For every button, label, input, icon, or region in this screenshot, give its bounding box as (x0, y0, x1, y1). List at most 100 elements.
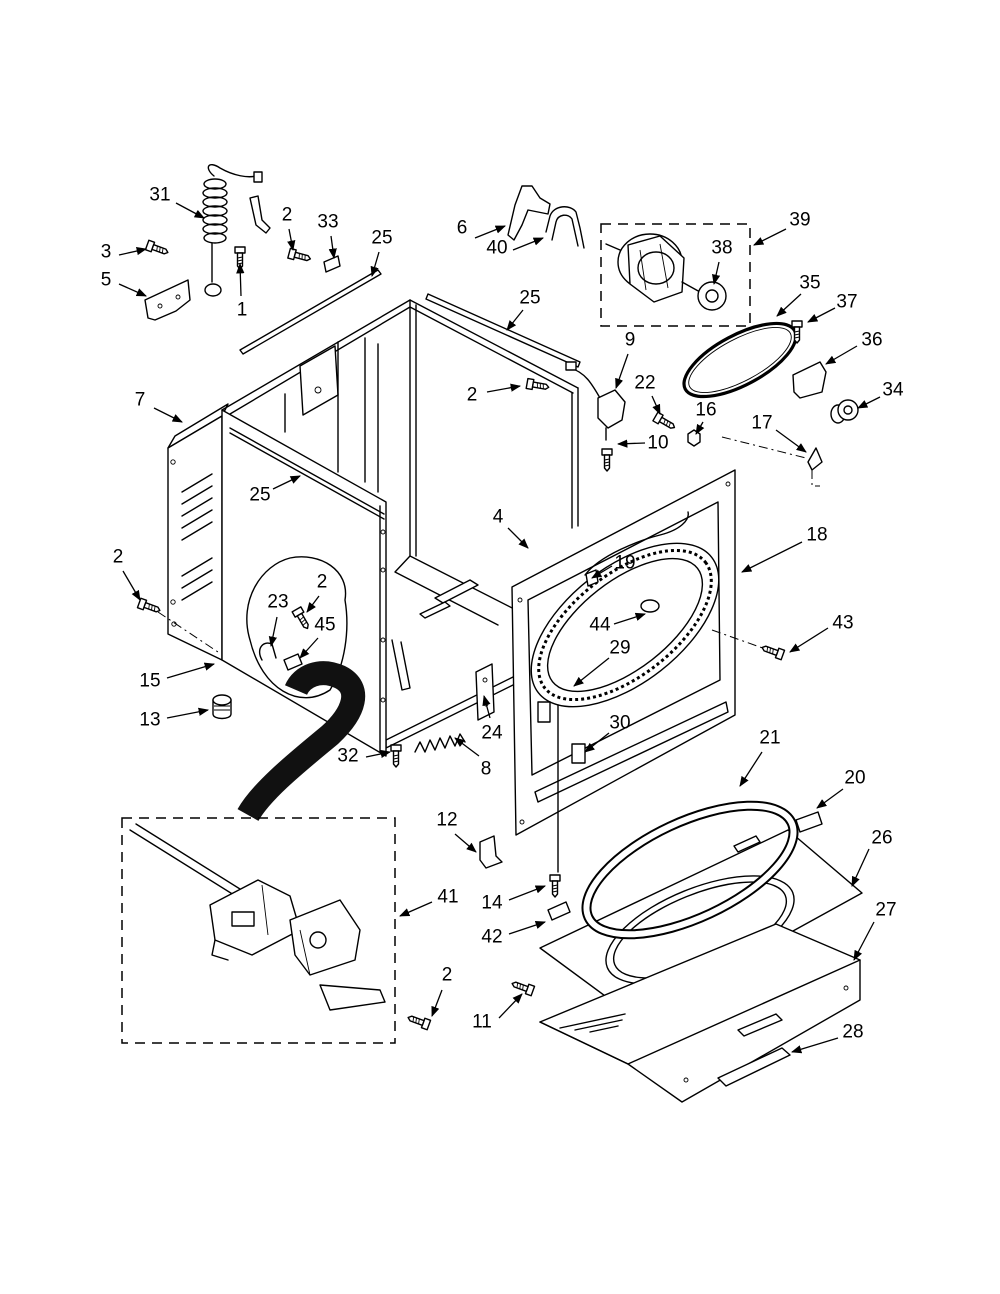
floor-slot (434, 579, 479, 604)
callout-number: 23 (267, 592, 288, 613)
leader-arrow (166, 707, 210, 719)
callout-number: 13 (139, 710, 160, 731)
connector-line (157, 611, 219, 653)
screw-thread (794, 330, 800, 339)
screw (511, 981, 536, 997)
callout-number: 2 (467, 385, 478, 406)
callout-number: 29 (609, 638, 630, 659)
callout-number: 11 (472, 1012, 492, 1033)
screw-thread (516, 982, 524, 991)
leader-arrow (506, 309, 524, 331)
leader-arrow (739, 751, 763, 787)
leader-arrow (616, 439, 646, 448)
screw (407, 1015, 432, 1031)
screw (525, 377, 550, 391)
leader-arrow (454, 737, 480, 757)
wire-harness (584, 511, 689, 576)
callout-number: 2 (282, 205, 293, 226)
callout-number: 31 (149, 185, 170, 206)
idler-bracket (792, 361, 827, 399)
screw (652, 411, 676, 429)
leader-arrow (508, 885, 546, 901)
callout-number: 28 (842, 1022, 863, 1043)
callout-number: 7 (135, 390, 146, 411)
leveling-foot (212, 694, 232, 720)
leader-arrow (753, 228, 787, 246)
callout-number: 37 (836, 292, 857, 313)
bracket-45 (283, 653, 303, 671)
leader-arrow (695, 421, 705, 435)
screw-thread (393, 754, 399, 763)
leader-arrow (482, 694, 491, 719)
callout-number: 9 (625, 330, 636, 351)
callout-number: 30 (609, 713, 630, 734)
screw-head (390, 744, 402, 752)
door-seal (537, 548, 713, 702)
callout-number: 12 (436, 810, 457, 831)
leader-arrow (118, 283, 147, 297)
screw-thread (412, 1016, 420, 1025)
callout-number: 2 (113, 547, 124, 568)
screw-thread (766, 646, 774, 655)
callout-number: 22 (634, 373, 655, 394)
drive-motor (605, 233, 727, 311)
callout-number: 40 (486, 238, 507, 259)
callout-number: 38 (711, 238, 732, 259)
leader-arrow (816, 788, 844, 809)
leader-arrow (615, 353, 629, 389)
screw-shank (296, 612, 309, 630)
screw-thread (298, 253, 306, 261)
callout-number: 24 (481, 723, 503, 744)
callout-number: 26 (871, 828, 892, 849)
callout-number: 36 (861, 330, 882, 351)
hinge-bracket (475, 663, 495, 721)
leader-arrow (306, 595, 320, 613)
screw-thread (299, 616, 307, 626)
cord-bracket (249, 195, 271, 234)
screw (390, 744, 402, 768)
nut (687, 429, 701, 447)
callout-number: 21 (759, 728, 780, 749)
leader-arrow (776, 293, 802, 317)
screw (291, 606, 309, 630)
base-tray (539, 923, 861, 1103)
side-rail (229, 427, 385, 520)
callout-number: 6 (457, 218, 468, 239)
screw-thread (148, 603, 156, 612)
screw-shank (761, 645, 779, 657)
rear-panel (167, 403, 229, 661)
callout-number: 19 (614, 553, 635, 574)
power-cord (202, 164, 263, 297)
leader-arrow (613, 612, 646, 625)
callout-number: 16 (695, 400, 716, 421)
leader-arrow (166, 662, 215, 679)
callout-number: 1 (237, 300, 248, 321)
leader-arrow (486, 383, 522, 393)
motor-assembly-box (600, 223, 751, 327)
callout-number: 17 (751, 413, 772, 434)
leader-arrow (153, 407, 183, 423)
leader-arrow (365, 749, 392, 758)
floor-slot (419, 601, 451, 619)
leader-arrow (791, 1037, 839, 1054)
leader-arrow (807, 307, 836, 323)
door-switch (565, 361, 626, 441)
burner-assembly (129, 823, 386, 1011)
motor-pulley (697, 281, 727, 311)
exhaust-hose (237, 661, 366, 822)
leader-arrow (299, 637, 319, 659)
callout-number: 32 (337, 746, 358, 767)
leader-arrow (287, 228, 296, 252)
leader-arrow (789, 627, 829, 653)
burner-assembly-box (121, 817, 396, 1044)
screw-shank (293, 251, 312, 262)
screw (144, 239, 169, 255)
motor-clamp (545, 206, 585, 249)
leader-arrow (651, 395, 661, 415)
spring (414, 733, 466, 753)
leader-arrow (118, 246, 148, 256)
leader-arrow (474, 225, 506, 239)
leader-arrow (512, 237, 544, 251)
